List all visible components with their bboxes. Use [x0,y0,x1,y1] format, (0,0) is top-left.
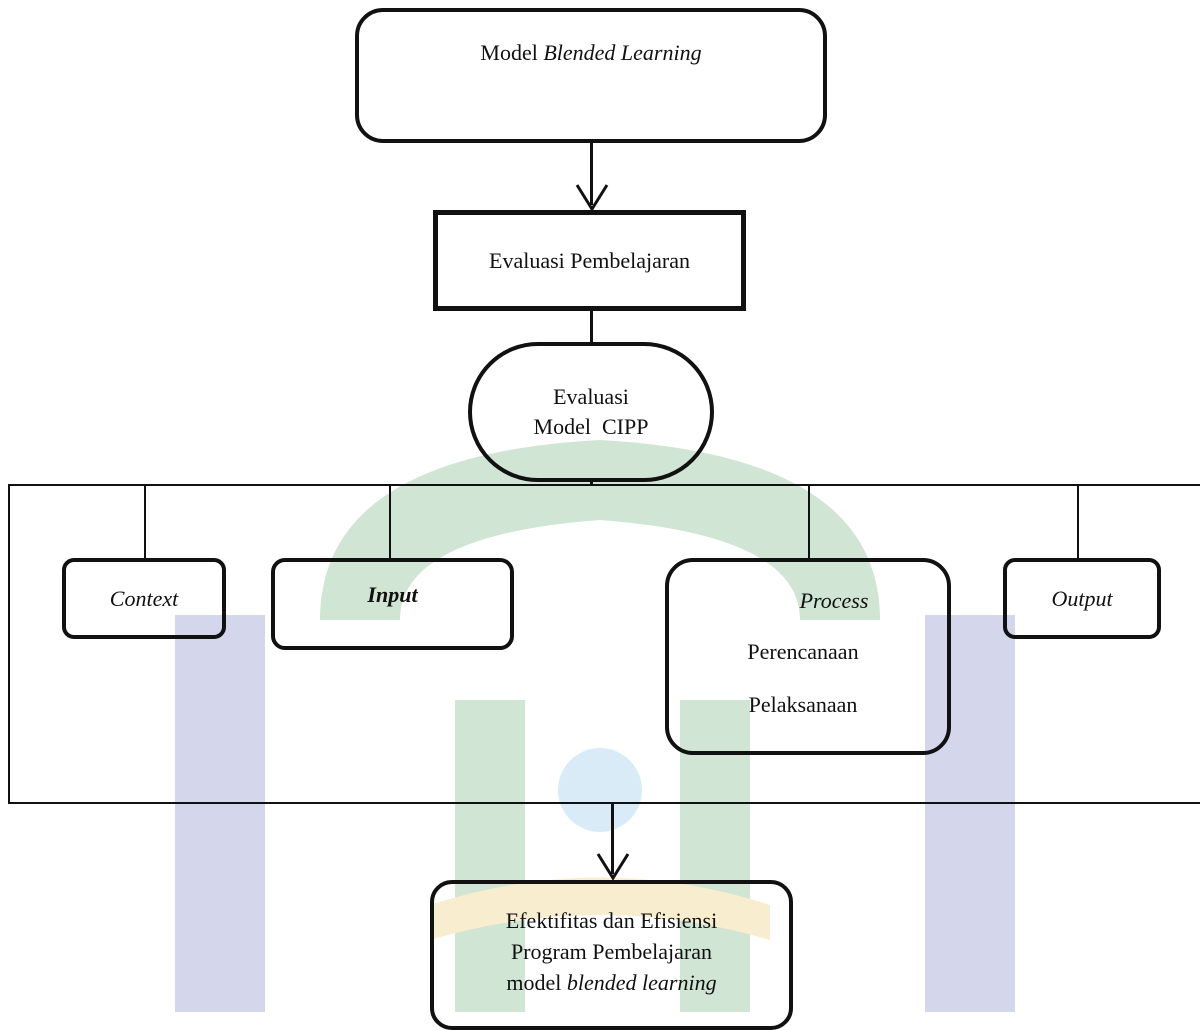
watermark-book [430,877,770,940]
input-label: Input [367,582,418,607]
cipp-line1: Evaluasi [553,384,629,410]
connector-eval-to-cipp [590,311,593,343]
watermark-left-inner [455,700,525,1012]
connector-frame-to-result [611,804,614,874]
watermark-left-pillar [175,615,265,1012]
components-frame [8,484,1200,804]
process-item-pelaksanaan: Pelaksanaan [748,692,858,718]
output-label: Output [1051,585,1113,611]
arrowhead-down-icon [596,853,630,880]
context-label: Context [109,585,179,611]
cipp-line2: Model CIPP [533,414,649,439]
connector-to-input [389,486,391,558]
result-line3: model blended learning [506,969,717,995]
watermark-right-pillar [925,615,1015,1012]
connector-cipp-to-frame [590,480,593,485]
connector-to-process [808,486,810,558]
result-line1: Efektifitas dan Efisiensi [505,908,718,933]
evaluasi-pembelajaran-box: Evaluasi Pembelajaran [433,210,746,311]
output-box: Output [1003,558,1161,639]
blended-learning-model-label: Model Blended Learning [480,40,702,65]
result-line2: Program Pembelajaran [511,938,712,964]
connector-to-output [1077,486,1079,558]
connector-to-context [144,486,146,558]
process-label: Process [799,588,869,613]
watermark-emblem [558,748,642,832]
input-box: Input [271,558,514,650]
cipp-model-box: Evaluasi Model CIPP [468,342,714,482]
result-box: Efektifitas dan Efisiensi Program Pembel… [430,880,793,1030]
context-box: Context [62,558,226,639]
process-box: Process Perencanaan Pelaksanaan [665,558,951,755]
arrowhead-down-icon [575,184,609,211]
evaluasi-pembelajaran-label: Evaluasi Pembelajaran [489,247,690,273]
connector-top-to-eval [590,143,593,205]
blended-learning-model-box: Model Blended Learning [355,8,827,143]
process-item-perencanaan: Perencanaan [747,638,859,664]
